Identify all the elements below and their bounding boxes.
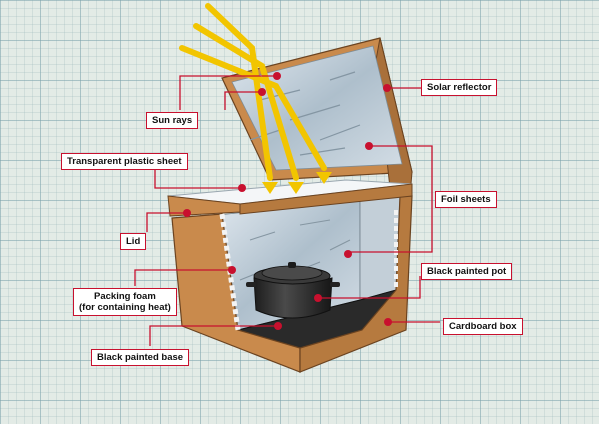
label-plastic-sheet: Transparent plastic sheet (61, 153, 188, 170)
label-text: Cardboard box (449, 321, 517, 332)
label-black-painted-base: Black painted base (91, 349, 190, 366)
label-text: Solar reflector (427, 82, 492, 93)
label-sun-rays: Sun rays (146, 112, 199, 129)
label-black-painted-pot: Black painted pot (421, 263, 513, 280)
black-painted-pot (246, 262, 340, 319)
label-text: Foil sheets (441, 194, 491, 205)
label-text: Black painted base (97, 352, 184, 363)
label-text: Sun rays (152, 115, 193, 126)
label-solar-reflector: Solar reflector (421, 79, 498, 96)
label-text: Packing foam (94, 291, 156, 302)
label-lid: Lid (120, 233, 147, 250)
callout-lines (134, 75, 440, 346)
label-foil-sheets: Foil sheets (435, 191, 497, 208)
label-text: Black painted pot (427, 266, 507, 277)
label-subtext: (for containing heat) (79, 302, 171, 313)
label-packing-foam: Packing foam (for containing heat) (73, 288, 177, 316)
sun-rays (179, 3, 327, 181)
label-text: Lid (126, 236, 141, 247)
label-text: Transparent plastic sheet (67, 156, 182, 167)
label-cardboard-box: Cardboard box (443, 318, 523, 335)
